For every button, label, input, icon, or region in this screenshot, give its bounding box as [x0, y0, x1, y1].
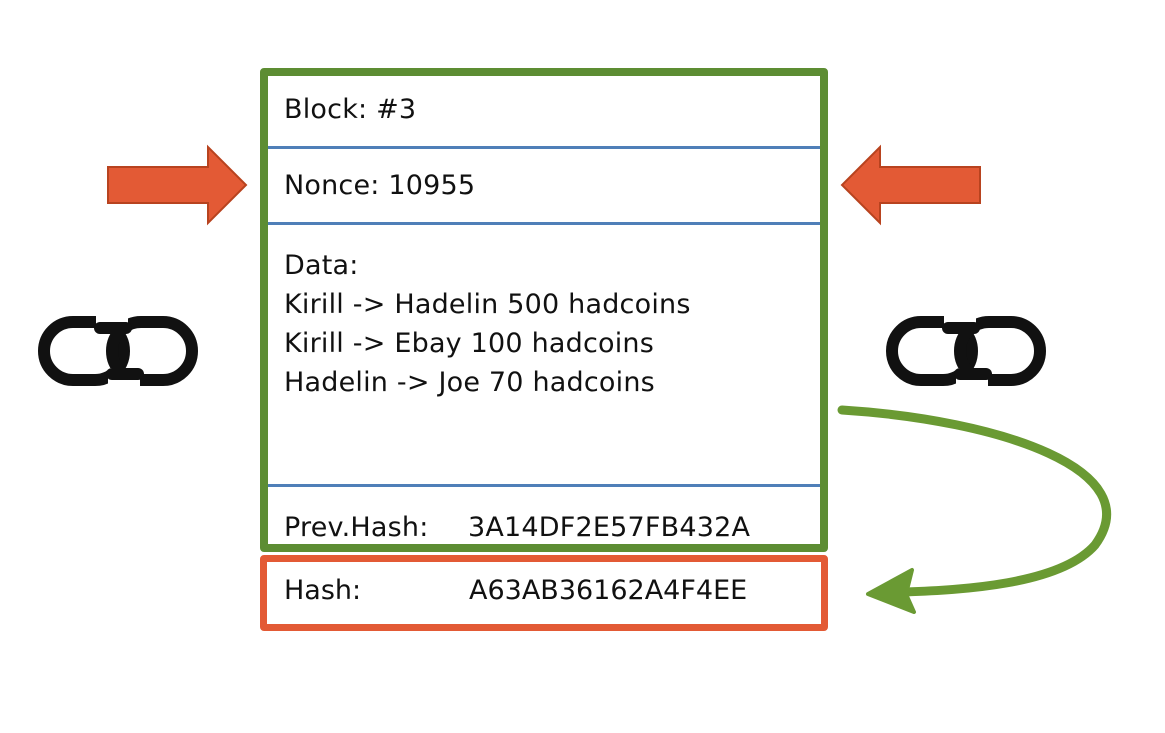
prev-hash-value: 3A14DF2E57FB432A — [468, 512, 751, 543]
chain-link-icon — [886, 314, 1046, 388]
data-section: Data: Kirill -> Hadelin 500 hadcoins Kir… — [268, 246, 820, 402]
transaction-line: Kirill -> Hadelin 500 hadcoins — [284, 289, 691, 320]
hash-field: Hash: A63AB36162A4F4EE — [260, 555, 828, 631]
transaction-line: Hadelin -> Joe 70 hadcoins — [284, 367, 655, 398]
prev-hash-field: Prev.Hash: 3A14DF2E57FB432A — [268, 512, 820, 543]
arrow-left-icon — [840, 144, 981, 226]
nonce-field: Nonce: 10955 — [284, 170, 476, 201]
transaction-line: Kirill -> Ebay 100 hadcoins — [284, 328, 655, 359]
divider — [268, 146, 820, 149]
curved-arrow-icon — [837, 405, 1112, 614]
divider — [268, 484, 820, 487]
data-label: Data: — [284, 250, 359, 281]
divider — [268, 222, 820, 225]
hash-label: Hash: — [284, 575, 362, 606]
arrow-right-icon — [107, 144, 248, 226]
block-card: Block: #3 Nonce: 10955 Data: Kirill -> H… — [260, 68, 828, 552]
prev-hash-label: Prev.Hash: — [284, 512, 429, 543]
hash-value: A63AB36162A4F4EE — [469, 575, 748, 606]
chain-link-icon — [38, 314, 198, 388]
block-number: Block: #3 — [284, 94, 417, 125]
